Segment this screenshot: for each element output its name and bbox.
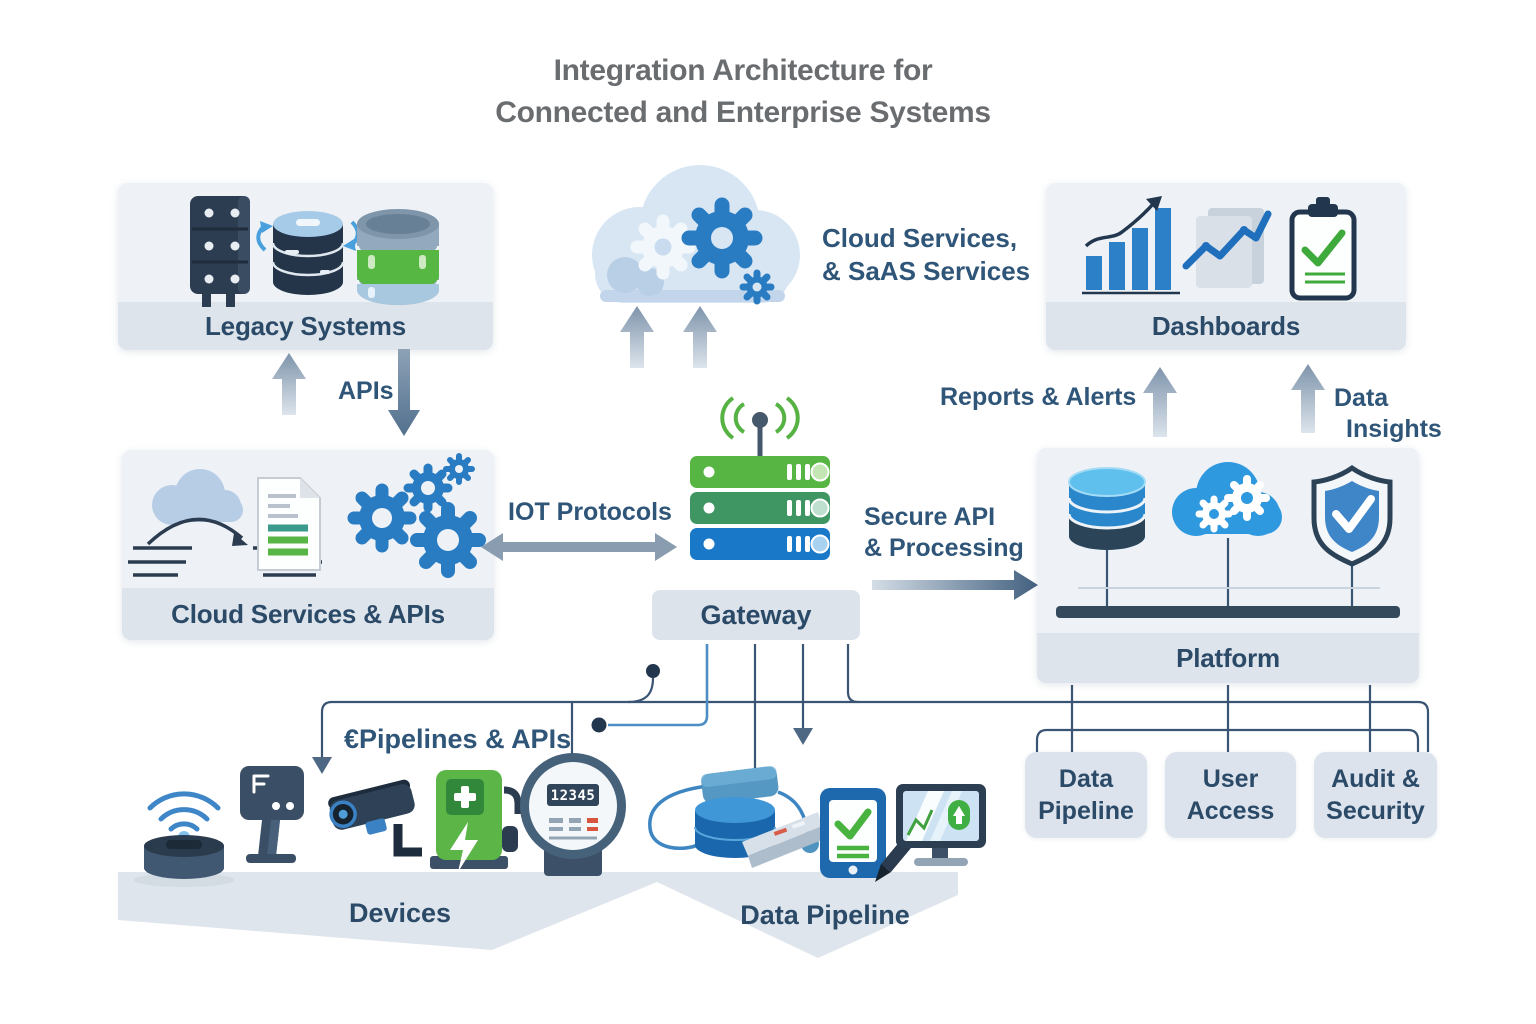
database-sync-icon bbox=[256, 211, 360, 295]
data-pipeline-node-line1: Data bbox=[1058, 765, 1114, 793]
user-access-node-line1: User bbox=[1202, 765, 1259, 793]
data-pipeline-node-line2: Pipeline bbox=[1038, 797, 1134, 825]
data-pipeline-banner-label: Data Pipeline bbox=[740, 900, 910, 930]
data-pipeline-node: Data Pipeline bbox=[1025, 752, 1147, 838]
meter-display: 12345 bbox=[551, 788, 596, 804]
connector-dot bbox=[591, 717, 607, 733]
bottom-banner-band bbox=[118, 872, 958, 958]
cloud-saas-label-line2: & SaAS Services bbox=[822, 256, 1031, 286]
gateway-box: Gateway bbox=[652, 590, 860, 640]
gateway-label: Gateway bbox=[700, 599, 812, 630]
server-rack-icon bbox=[190, 196, 250, 307]
connector-lines bbox=[320, 538, 1430, 772]
blue-wire-line bbox=[608, 644, 709, 727]
page-title: Integration Architecture for Connected a… bbox=[398, 50, 1088, 134]
platform-label: Platform bbox=[1037, 633, 1419, 683]
down-arrow-apis bbox=[388, 349, 420, 436]
kiosk-icon bbox=[240, 766, 304, 863]
antenna-icon bbox=[720, 396, 800, 456]
user-access-node: User Access bbox=[1165, 752, 1296, 838]
data-insights-label: Data Insights bbox=[1334, 383, 1442, 445]
reports-alerts-label: Reports & Alerts bbox=[940, 383, 1137, 411]
server-stack-icon bbox=[690, 456, 830, 560]
gear-cluster-icon bbox=[347, 453, 486, 578]
data-insights-label-line1: Data bbox=[1334, 384, 1389, 412]
down-arrowhead bbox=[793, 728, 813, 745]
down-arrowhead bbox=[312, 757, 332, 774]
dashboards-label: Dashboards bbox=[1046, 302, 1406, 350]
devices-label: Devices bbox=[348, 898, 452, 928]
up-arrow-insights bbox=[1291, 364, 1325, 433]
platform-bus-bar bbox=[1056, 606, 1400, 618]
legacy-systems-label: Legacy Systems bbox=[118, 302, 493, 350]
up-arrow-legacy bbox=[272, 353, 306, 415]
apis-label: APIs bbox=[338, 377, 394, 405]
secure-api-label-line1: Secure API bbox=[864, 503, 996, 531]
secure-api-label: Secure API & Processing bbox=[864, 502, 1024, 564]
pipeline-database-icon bbox=[694, 797, 822, 868]
clipboard-check-icon bbox=[1289, 197, 1357, 301]
trend-documents-icon bbox=[1182, 208, 1272, 288]
up-arrow-cloud-1 bbox=[620, 306, 654, 368]
bar-chart-growth-icon bbox=[1082, 196, 1180, 295]
user-access-node-line2: Access bbox=[1186, 797, 1275, 825]
ev-charger-icon bbox=[430, 770, 522, 872]
cloud-saas-label: Cloud Services, & SaAS Services bbox=[822, 222, 1030, 288]
tablet-check-icon bbox=[820, 788, 886, 878]
platform-database-icon bbox=[1067, 467, 1147, 550]
cloud-data-flow-icon bbox=[128, 469, 322, 577]
cloud-services-apis-label: Cloud Services & APIs bbox=[122, 588, 494, 640]
connector-dot bbox=[646, 664, 660, 678]
up-arrow-reports bbox=[1143, 367, 1177, 437]
smart-meter-icon: 12345 bbox=[520, 753, 626, 876]
up-arrow-cloud-2 bbox=[683, 306, 717, 368]
wifi-hub-icon bbox=[134, 791, 234, 887]
pipeline-connector-icon bbox=[648, 766, 819, 853]
database-green-icon bbox=[355, 209, 441, 305]
audit-security-node-line1: Audit & bbox=[1331, 765, 1420, 793]
audit-security-node: Audit & Security bbox=[1314, 752, 1437, 838]
platform-cloud-gears-icon bbox=[1172, 462, 1282, 536]
data-insights-label-line2: Insights bbox=[1346, 415, 1442, 443]
monitor-chart-icon bbox=[896, 784, 986, 866]
iot-protocols-label: IOT Protocols bbox=[508, 498, 672, 526]
audit-security-node-line2: Security bbox=[1326, 797, 1425, 825]
cloud-saas-label-line1: Cloud Services, bbox=[822, 223, 1018, 253]
right-arrow-secure bbox=[872, 570, 1038, 600]
shield-check-icon bbox=[1311, 464, 1393, 567]
double-arrow-iot bbox=[481, 533, 677, 561]
cloud-gears-icon bbox=[592, 165, 800, 305]
cctv-camera-icon bbox=[328, 779, 422, 857]
title-line2: Connected and Enterprise Systems bbox=[495, 96, 991, 129]
title-line1: Integration Architecture for bbox=[553, 54, 933, 87]
secure-api-label-line2: & Processing bbox=[864, 534, 1024, 562]
api-document-icon bbox=[257, 477, 321, 571]
pipelines-apis-label: €Pipelines & APIs bbox=[344, 724, 572, 754]
